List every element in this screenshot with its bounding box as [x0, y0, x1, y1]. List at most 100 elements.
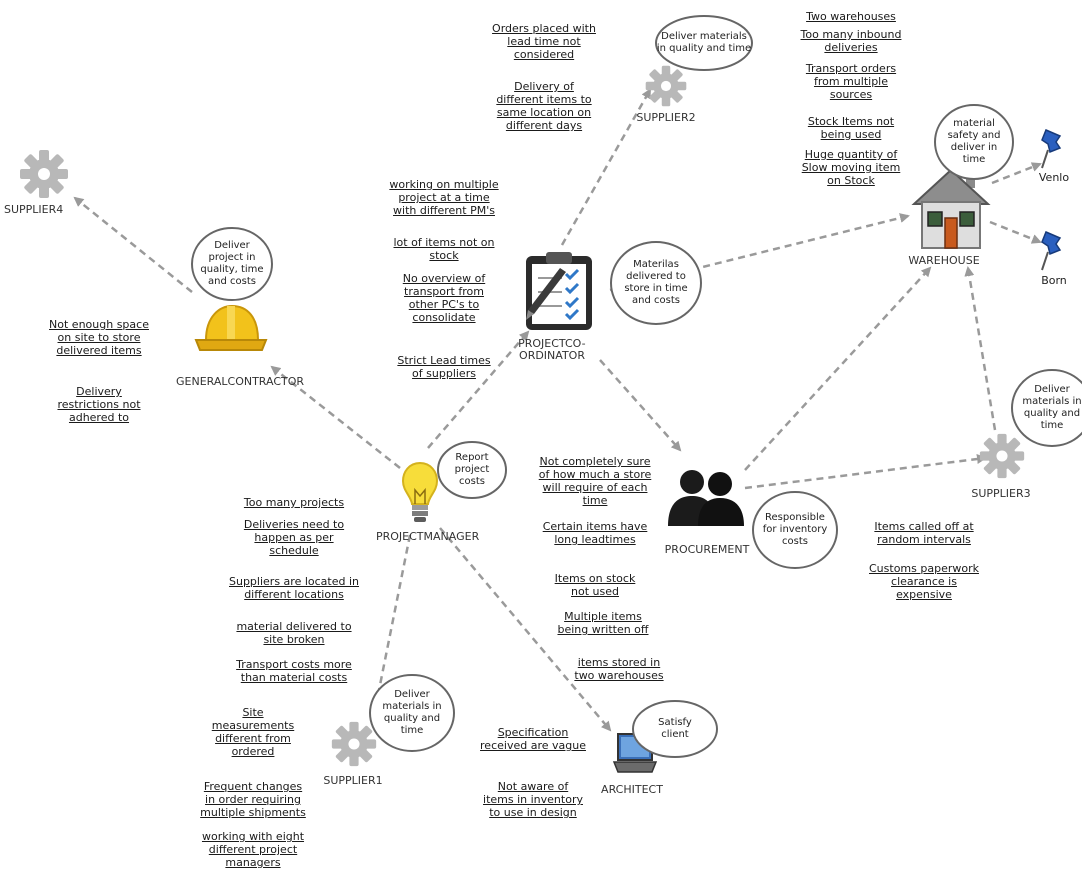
text-line: different locations [244, 588, 344, 601]
node-label-architect: ARCHITECT [584, 784, 680, 796]
text-line: Born [1041, 274, 1067, 287]
node-label-supplier2: SUPPLIER2 [634, 112, 698, 124]
text-line: time [962, 154, 986, 165]
bubble-outline-coordinator [610, 241, 702, 325]
node-label-supplier4: SUPPLIER4 [4, 203, 63, 216]
text-line: Satisfy [658, 717, 692, 728]
text-line: Slow moving item [801, 161, 901, 174]
text-line: Responsible [765, 512, 825, 523]
text-line: of suppliers [412, 367, 476, 380]
node-label-project-manager: PROJECTMANAGER [376, 531, 479, 543]
text-line: transport from [404, 285, 484, 298]
arrow-gc-to-supplier4 [73, 196, 193, 293]
text-line: measurements [211, 719, 295, 732]
text-line: costs [782, 536, 808, 547]
arrow-coordinator-to-procurement [599, 359, 682, 452]
text-line: Materilas [633, 259, 679, 270]
text-line: from multiple [813, 75, 888, 88]
text-line: being used [820, 128, 882, 141]
note-warehouse-1: Two warehouses [788, 10, 914, 23]
text-line: Transport orders [805, 62, 897, 75]
text-line: Not enough space [49, 318, 149, 331]
text-line: deliveries [824, 41, 878, 54]
text-line: quality, time [200, 264, 264, 275]
text-line: consolidate [412, 311, 476, 324]
text-line: different from [215, 732, 291, 745]
text-line: Too many projects [243, 496, 345, 509]
text-line: CONTRACTOR [227, 375, 305, 388]
text-line: expensive [896, 588, 952, 601]
text-line: 3 [1023, 487, 1031, 500]
text-line: safety and [947, 130, 1001, 141]
gear-icon [979, 433, 1025, 479]
connector-arrows [73, 88, 1042, 732]
text-line: different project [208, 843, 298, 856]
text-line: project [454, 464, 490, 475]
arrow-warehouse-to-venlo [991, 162, 1042, 185]
bubble-outline-gc [191, 227, 273, 301]
text-line: restrictions not [57, 398, 141, 411]
text-line: 2 [688, 111, 696, 124]
text-line: to use in design [489, 806, 577, 819]
text-line: schedule [269, 544, 319, 557]
text-line: client [661, 729, 689, 740]
gear-icon [331, 721, 377, 767]
node-label-warehouse: WAREHOUSE [896, 255, 992, 267]
text-line: MANAGER [423, 530, 480, 543]
node-label-supplier1: SUPPLIER1 [318, 775, 388, 787]
bubble-outline-pm [437, 441, 507, 499]
text-line: Not aware of [497, 780, 569, 793]
text-line: Orders placed with [492, 22, 596, 35]
text-line: Too many inbound [800, 28, 902, 41]
text-line: store in time [624, 283, 688, 294]
text-line: SUPPLIER [971, 487, 1024, 500]
text-line: in quality and time [656, 43, 752, 54]
arrow-procurement-to-warehouse [744, 266, 932, 471]
text-line: different days [505, 119, 583, 132]
text-line: and costs [632, 295, 680, 306]
bubble-outline-warehouse [934, 104, 1014, 180]
text-line: site broken [263, 633, 325, 646]
text-line: Specification [497, 726, 569, 739]
note-pm-1: Too many projects [216, 496, 372, 509]
text-line: two warehouses [574, 669, 664, 682]
node-label-born: Born [1026, 275, 1082, 287]
text-line: Deliver materials [661, 31, 747, 42]
text-line: considered [513, 48, 575, 61]
text-line: PROJECT [518, 337, 565, 350]
text-line: 1 [375, 774, 383, 787]
text-line: No overview of [402, 272, 486, 285]
arrow-pm-to-coordinator [427, 330, 530, 449]
gear-icon [20, 150, 68, 198]
text-line: PROCUREMENT [664, 543, 750, 556]
arrow-coordinator-to-supplier2 [560, 88, 652, 246]
text-line: Report [455, 452, 489, 463]
arrow-pm-to-gc [270, 365, 401, 469]
text-line: Certain items have [542, 520, 648, 533]
text-line: GENERAL [176, 375, 228, 388]
text-line: SUPPLIER [4, 203, 57, 216]
text-line: other PC's to [408, 298, 480, 311]
